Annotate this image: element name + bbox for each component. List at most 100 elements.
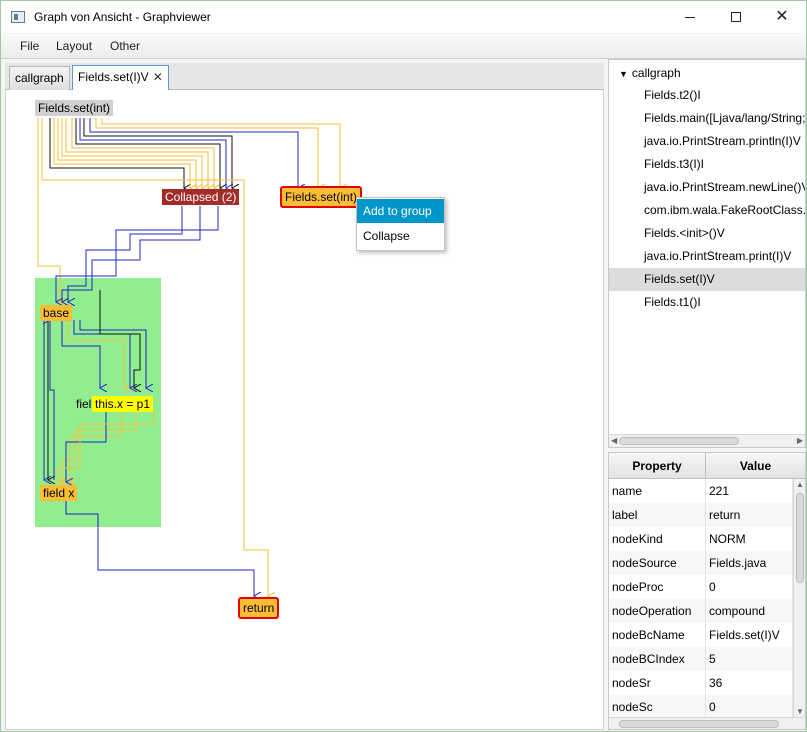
menu-add-to-group[interactable]: Add to group xyxy=(357,199,444,223)
property-name: label xyxy=(609,503,706,527)
property-name: nodeBcName xyxy=(609,623,706,647)
tree-item[interactable]: com.ibm.wala.FakeRootClass.fak xyxy=(644,203,805,217)
tree-item[interactable]: java.io.PrintStream.newLine()V xyxy=(644,180,805,194)
tree-horizontal-scrollbar[interactable]: ◀ ▶ xyxy=(609,434,805,447)
edge xyxy=(65,118,208,188)
table-row[interactable]: nodeBCIndex 5 xyxy=(609,647,793,671)
properties-horizontal-scrollbar[interactable] xyxy=(609,717,805,729)
property-name: nodeProc xyxy=(609,575,706,599)
tab-fields-set[interactable]: Fields.set(I)V✕ xyxy=(72,65,169,90)
menu-layout[interactable]: Layout xyxy=(56,39,93,53)
maximize-button[interactable] xyxy=(713,1,759,33)
edge xyxy=(62,206,201,302)
tab-label: callgraph xyxy=(15,71,64,85)
property-name: nodeSr xyxy=(609,671,706,695)
close-button[interactable]: ✕ xyxy=(759,1,805,33)
scroll-left-icon[interactable]: ◀ xyxy=(611,436,618,445)
table-row[interactable]: nodeSr 36 xyxy=(609,671,793,695)
scroll-thumb[interactable] xyxy=(796,493,804,583)
table-header: Property Value xyxy=(609,453,805,479)
tree-root-label: callgraph xyxy=(631,66,681,80)
scroll-up-icon[interactable]: ▲ xyxy=(796,480,804,489)
edge xyxy=(57,118,196,188)
minimize-icon xyxy=(685,17,695,18)
context-menu: Add to group Collapse xyxy=(356,197,445,251)
edge xyxy=(79,118,226,188)
scroll-thumb[interactable] xyxy=(619,720,779,728)
menu-file[interactable]: File xyxy=(20,39,40,53)
close-icon: ✕ xyxy=(775,8,789,25)
title-bar: Graph von Ansicht - Graphviewer ✕ xyxy=(1,1,806,33)
property-name: nodeBCIndex xyxy=(609,647,706,671)
window-title: Graph von Ansicht - Graphviewer xyxy=(34,10,211,24)
node-return[interactable]: return xyxy=(238,597,280,619)
table-row[interactable]: nodeBcName Fields.set(I)V xyxy=(609,623,793,647)
tree-item[interactable]: Fields.<init>()V xyxy=(644,226,725,240)
property-value: Fields.java xyxy=(706,551,793,575)
tree-item[interactable]: Fields.t3(I)I xyxy=(644,157,705,171)
edge xyxy=(68,206,183,302)
tree-item[interactable]: Fields.t1()I xyxy=(644,295,701,309)
maximize-icon xyxy=(731,12,741,22)
edge xyxy=(61,320,100,388)
table-row[interactable]: name 221 xyxy=(609,479,793,503)
node-set-target[interactable]: Fields.set(int) xyxy=(280,186,363,208)
edge xyxy=(83,118,232,188)
property-value: compound xyxy=(706,599,793,623)
scroll-right-icon[interactable]: ▶ xyxy=(796,436,803,445)
property-name: nodeSc xyxy=(609,695,706,719)
edge xyxy=(56,206,219,302)
node-root[interactable]: Fields.set(int) xyxy=(35,100,114,116)
minimize-button[interactable] xyxy=(667,1,713,33)
column-header-property[interactable]: Property xyxy=(609,453,706,479)
tree-item[interactable]: java.io.PrintStream.println(I)V xyxy=(644,134,801,148)
table-row[interactable]: nodeKind NORM xyxy=(609,527,793,551)
scroll-down-icon[interactable]: ▼ xyxy=(796,707,804,716)
edge xyxy=(37,118,60,302)
table-row[interactable]: nodeSc 0 xyxy=(609,695,793,719)
edge xyxy=(65,500,254,596)
node-base[interactable]: base xyxy=(40,305,73,321)
tree-item[interactable]: Fields.main([Ljava/lang/String;) xyxy=(644,111,805,125)
tree-root[interactable]: ▼callgraph xyxy=(619,66,681,80)
edge xyxy=(79,320,146,388)
edge xyxy=(49,118,184,188)
property-value: 0 xyxy=(706,695,793,719)
graph-tree[interactable]: ▼callgraph Fields.t2()I Fields.main([Lja… xyxy=(608,59,806,448)
expand-arrow-icon[interactable]: ▼ xyxy=(619,69,628,79)
property-value: NORM xyxy=(706,527,793,551)
edge xyxy=(71,118,214,188)
table-row[interactable]: nodeSource Fields.java xyxy=(609,551,793,575)
tab-close-icon[interactable]: ✕ xyxy=(152,70,163,84)
menu-other[interactable]: Other xyxy=(110,39,141,53)
properties-vertical-scrollbar[interactable]: ▲ ▼ xyxy=(793,479,805,717)
table-row[interactable]: nodeProc 0 xyxy=(609,575,793,599)
edge xyxy=(75,118,220,188)
property-value: 5 xyxy=(706,647,793,671)
scroll-thumb[interactable] xyxy=(619,437,739,445)
graph-edges xyxy=(37,118,604,730)
property-name: nodeOperation xyxy=(609,599,706,623)
node-fiel[interactable]: fiel xyxy=(76,397,92,411)
menu-collapse[interactable]: Collapse xyxy=(363,229,410,243)
edge xyxy=(61,118,202,188)
table-row[interactable]: label return xyxy=(609,503,793,527)
properties-table: Property Value name 221 label return nod… xyxy=(608,452,806,730)
property-value: Fields.set(I)V xyxy=(706,623,793,647)
tree-item[interactable]: java.io.PrintStream.print(I)V xyxy=(644,249,792,263)
column-header-value[interactable]: Value xyxy=(739,459,772,473)
node-field-x[interactable]: field x xyxy=(40,485,78,501)
edge xyxy=(66,412,107,482)
edge xyxy=(53,118,190,188)
tree-item-selected[interactable]: Fields.set(I)V xyxy=(609,268,805,291)
edge xyxy=(89,118,298,188)
graph-canvas[interactable]: Fields.set(int) Collapsed (2) Fields.set… xyxy=(5,90,604,730)
property-value: return xyxy=(706,503,793,527)
tree-item[interactable]: Fields.t2()I xyxy=(644,88,701,102)
property-value: 36 xyxy=(706,671,793,695)
tab-callgraph[interactable]: callgraph xyxy=(9,66,70,90)
table-row[interactable]: nodeOperation compound xyxy=(609,599,793,623)
node-collapsed[interactable]: Collapsed (2) xyxy=(162,189,240,205)
node-this-x[interactable]: this.x = p1 xyxy=(92,396,154,412)
